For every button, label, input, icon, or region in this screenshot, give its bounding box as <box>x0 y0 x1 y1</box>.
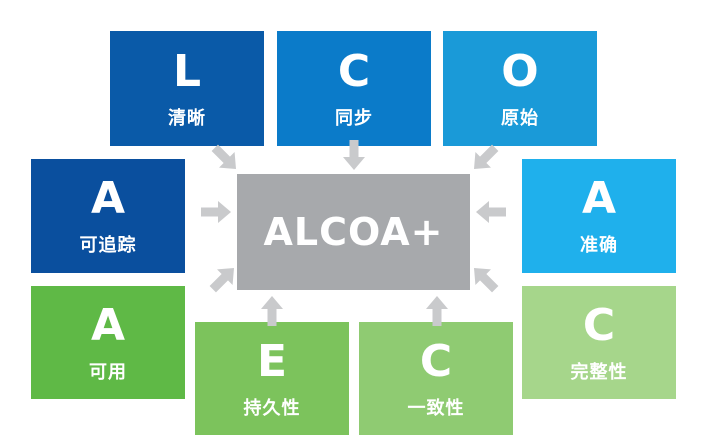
box-complete: C 完整性 <box>522 286 676 399</box>
box-attributable: A 可追踪 <box>31 159 185 273</box>
box-label: 同步 <box>335 107 373 129</box>
box-original: O 原始 <box>443 31 597 146</box>
box-label: 可追踪 <box>79 235 137 256</box>
arrow-icon <box>207 140 244 177</box>
box-consistent: C 一致性 <box>359 322 513 435</box>
box-label: 准确 <box>580 235 618 256</box>
box-letter: C <box>582 299 616 351</box>
arrow-icon <box>476 201 506 223</box>
box-letter: O <box>501 45 539 97</box>
arrow-icon <box>343 140 365 170</box>
box-letter: C <box>337 45 371 97</box>
box-available: A 可用 <box>31 286 185 399</box>
box-label: 一致性 <box>407 397 465 419</box>
box-label: 原始 <box>501 107 539 129</box>
box-letter: E <box>256 335 288 387</box>
box-letter: L <box>172 45 202 97</box>
arrow-icon <box>466 260 503 297</box>
arrow-icon <box>261 296 283 326</box>
box-label: 清晰 <box>168 107 206 129</box>
box-label: 完整性 <box>570 361 628 383</box>
arrow-icon <box>205 260 242 297</box>
box-letter: A <box>90 173 126 224</box>
box-legible: L 清晰 <box>110 31 264 146</box>
arrow-icon <box>201 201 231 223</box>
box-letter: C <box>419 335 453 387</box>
arrow-icon <box>426 296 448 326</box>
box-label: 持久性 <box>243 397 301 419</box>
center-box: ALCOA+ <box>237 174 470 290</box>
box-contemporaneous: C 同步 <box>277 31 431 146</box>
box-enduring: E 持久性 <box>195 322 349 435</box>
box-label: 可用 <box>89 361 127 383</box>
box-letter: A <box>581 173 617 224</box>
arrow-icon <box>466 140 503 177</box>
box-letter: A <box>90 299 126 351</box>
box-accurate: A 准确 <box>522 159 676 273</box>
